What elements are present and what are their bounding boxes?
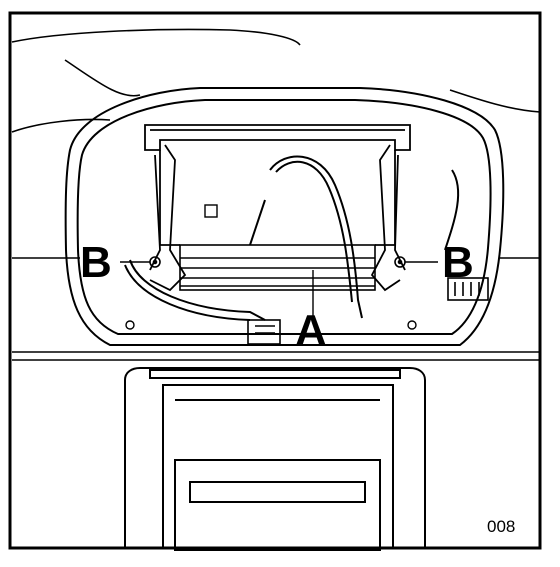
dashboard-outline	[11, 28, 541, 361]
figure-frame	[8, 11, 542, 550]
radio-cavity	[64, 87, 505, 346]
connector-right	[447, 277, 489, 301]
leader-lines	[120, 261, 438, 318]
radio-unit-a	[179, 244, 376, 291]
callout-b-right: B	[442, 238, 474, 287]
center-console	[124, 367, 426, 551]
mounting-frame	[144, 124, 411, 292]
callout-a: A	[295, 306, 327, 355]
callout-b-left: B	[80, 238, 112, 287]
mount-tabs	[125, 204, 417, 330]
wiring-harness	[124, 155, 460, 321]
connector-left	[247, 319, 281, 345]
screw-right	[394, 256, 406, 268]
figure-number: 008	[487, 517, 515, 536]
